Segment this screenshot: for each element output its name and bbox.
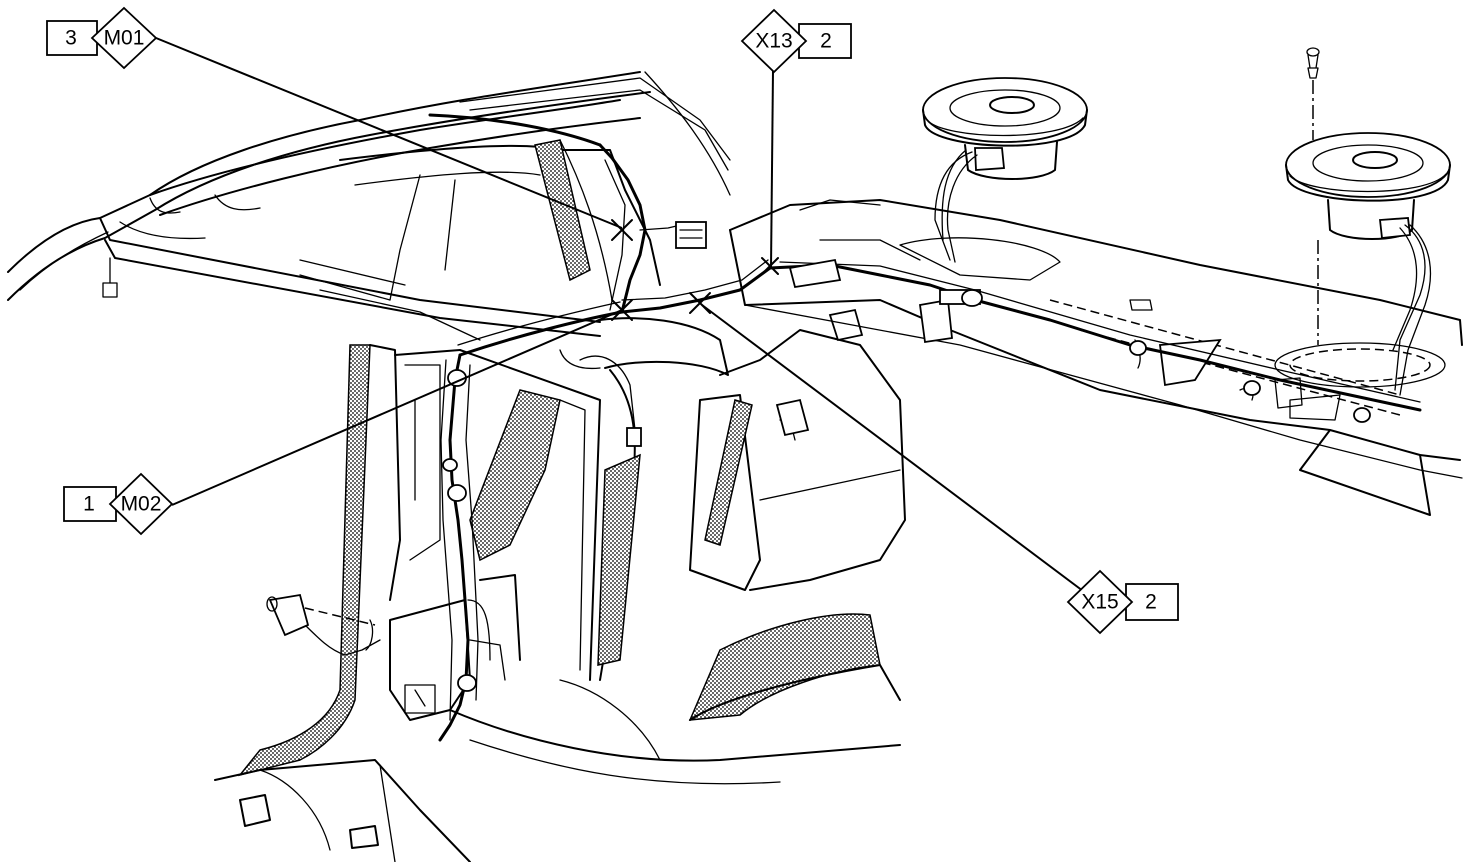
rear-window-opening xyxy=(339,139,661,301)
callout-m01: 3 M01 xyxy=(46,6,158,70)
callout-x13: X13 2 xyxy=(740,8,852,74)
callout-x15: X15 2 xyxy=(1066,569,1179,635)
callout-x13-number: 2 xyxy=(820,30,832,53)
callout-m02: 1 M02 xyxy=(63,472,174,536)
quarter-panel-left xyxy=(238,344,601,777)
leader-lines xyxy=(155,37,1096,601)
right-speaker xyxy=(1285,47,1451,396)
trunk-area xyxy=(214,613,901,862)
callout-x13-id: X13 xyxy=(755,30,792,53)
wiring-harness xyxy=(266,113,1422,742)
callout-x15-id: X15 xyxy=(1081,591,1118,614)
callout-x15-number: 2 xyxy=(1145,591,1157,614)
callout-m02-id: M02 xyxy=(121,493,162,516)
callout-m01-number: 3 xyxy=(65,27,77,50)
wheelhouse xyxy=(597,308,906,681)
callout-m01-id: M01 xyxy=(104,27,145,50)
left-speaker xyxy=(922,77,1088,263)
package-shelf xyxy=(729,199,1463,516)
callout-m02-number: 1 xyxy=(83,493,95,516)
